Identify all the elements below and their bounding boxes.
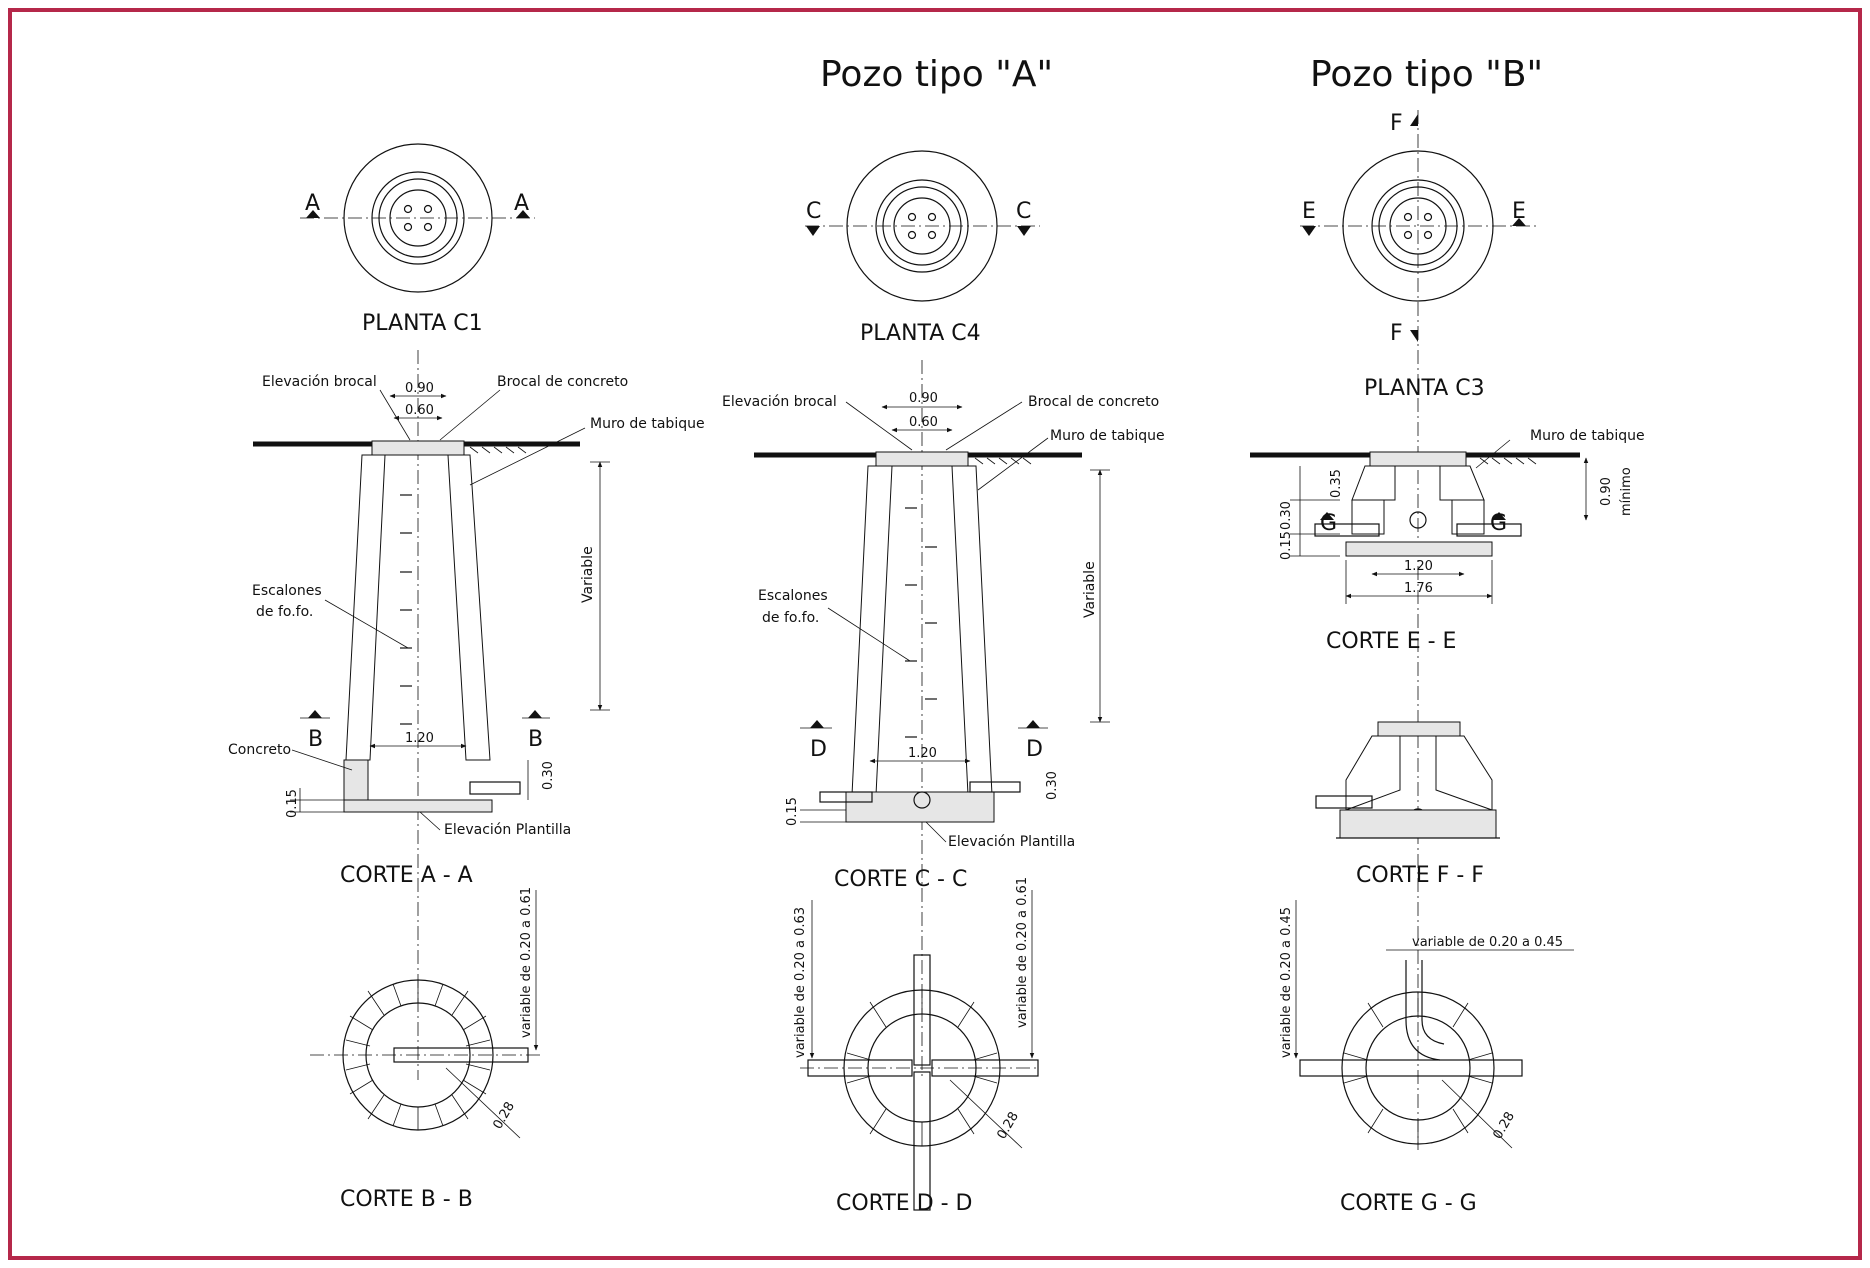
label-variable-2: Variable	[1082, 561, 1098, 618]
dim-015-1: 0.15	[285, 789, 300, 818]
caption-planta-c4: PLANTA C4	[860, 321, 981, 346]
caption-corte-ee: CORTE E - E	[1326, 629, 1456, 654]
section-mark-a-right: A	[514, 191, 529, 216]
sheet-frame	[8, 8, 1862, 1260]
dim-090-3: 0.90	[1599, 477, 1614, 506]
corte-aa-section	[253, 350, 610, 1080]
label-muro-tabique-3: Muro de tabique	[1530, 428, 1645, 444]
label-brocal-concreto-1: Brocal de concreto	[497, 374, 628, 390]
dim-var-061-2: variable de 0.20 a 0.61	[1015, 877, 1030, 1028]
dim-var-045-h: variable de 0.20 a 0.45	[1412, 935, 1563, 950]
corte-bb-section	[310, 890, 540, 1139]
title-pozo-b: Pozo tipo "B"	[1310, 54, 1543, 95]
dim-035: 0.35	[1329, 469, 1344, 498]
label-escalones-1b: de fo.fo.	[256, 604, 313, 620]
dim-015-3: 0.15	[1279, 531, 1294, 560]
section-mark-g-right: G	[1490, 511, 1507, 536]
section-mark-b-left: B	[308, 727, 323, 752]
caption-corte-bb: CORTE B - B	[340, 1187, 473, 1212]
dim-030-3: 0.30	[1279, 501, 1294, 530]
dim-120-1: 1.20	[405, 731, 434, 746]
dim-028-2: 0.28	[994, 1109, 1021, 1142]
dim-028-1: 0.28	[490, 1099, 517, 1132]
title-pozo-a: Pozo tipo "A"	[820, 54, 1053, 95]
label-muro-tabique-2: Muro de tabique	[1050, 428, 1165, 444]
caption-planta-c3: PLANTA C3	[1364, 376, 1485, 401]
section-mark-a-left: A	[305, 191, 320, 216]
label-muro-tabique-1: Muro de tabique	[590, 416, 705, 432]
dim-030-2: 0.30	[1045, 771, 1060, 800]
section-mark-g-left: G	[1320, 511, 1337, 536]
dim-060-2: 0.60	[909, 415, 938, 430]
section-mark-b-right: B	[528, 727, 543, 752]
label-elevacion-plantilla-1: Elevación Plantilla	[444, 822, 571, 838]
planta-c4	[805, 150, 1040, 302]
label-concreto: Concreto	[228, 742, 291, 758]
corte-dd-section	[800, 890, 1040, 1211]
label-minimo: mínimo	[1619, 467, 1634, 516]
section-mark-d-right: D	[1026, 737, 1043, 762]
corte-ff-section	[1315, 721, 1500, 839]
dim-120-3: 1.20	[1404, 559, 1433, 574]
label-elevacion-brocal-2: Elevación brocal	[722, 394, 837, 410]
dim-176: 1.76	[1404, 581, 1433, 596]
dim-090-1: 0.90	[405, 381, 434, 396]
corte-gg-section	[1293, 900, 1574, 1149]
corte-ee-section	[1250, 439, 1589, 604]
dim-015-2: 0.15	[785, 797, 800, 826]
planta-c3	[1300, 110, 1540, 1150]
section-mark-e-left: E	[1302, 199, 1316, 224]
dim-060-1: 0.60	[405, 403, 434, 418]
caption-planta-c1: PLANTA C1	[362, 311, 483, 336]
section-mark-c-right: C	[1016, 199, 1031, 224]
caption-corte-ff: CORTE F - F	[1356, 863, 1484, 888]
planta-c1: A A	[300, 143, 535, 293]
label-variable-1: Variable	[580, 546, 596, 603]
dim-028-3: 0.28	[1490, 1109, 1517, 1142]
dim-090-2: 0.90	[909, 391, 938, 406]
section-mark-d-left: D	[810, 737, 827, 762]
section-mark-f-top: F	[1390, 111, 1403, 136]
label-elevacion-plantilla-2: Elevación Plantilla	[948, 834, 1075, 850]
dim-var-063: variable de 0.20 a 0.63	[793, 907, 808, 1058]
label-escalones-2a: Escalones	[758, 588, 828, 604]
caption-corte-gg: CORTE G - G	[1340, 1191, 1477, 1216]
corte-cc-section	[754, 360, 1110, 1080]
label-brocal-concreto-2: Brocal de concreto	[1028, 394, 1159, 410]
dim-var-061-1: variable de 0.20 a 0.61	[519, 887, 534, 1038]
dim-var-045-v: variable de 0.20 a 0.45	[1279, 907, 1294, 1058]
label-escalones-1a: Escalones	[252, 583, 322, 599]
caption-corte-aa: CORTE A - A	[340, 863, 473, 888]
section-mark-c-left: C	[806, 199, 821, 224]
section-mark-e-right: E	[1512, 199, 1526, 224]
section-mark-f-bottom: F	[1390, 321, 1403, 346]
label-elevacion-brocal-1: Elevación brocal	[262, 374, 377, 390]
caption-corte-dd: CORTE D - D	[836, 1191, 973, 1216]
dim-030-1: 0.30	[541, 761, 556, 790]
label-escalones-2b: de fo.fo.	[762, 610, 819, 626]
caption-corte-cc: CORTE C - C	[834, 867, 967, 892]
dim-120-2: 1.20	[908, 746, 937, 761]
